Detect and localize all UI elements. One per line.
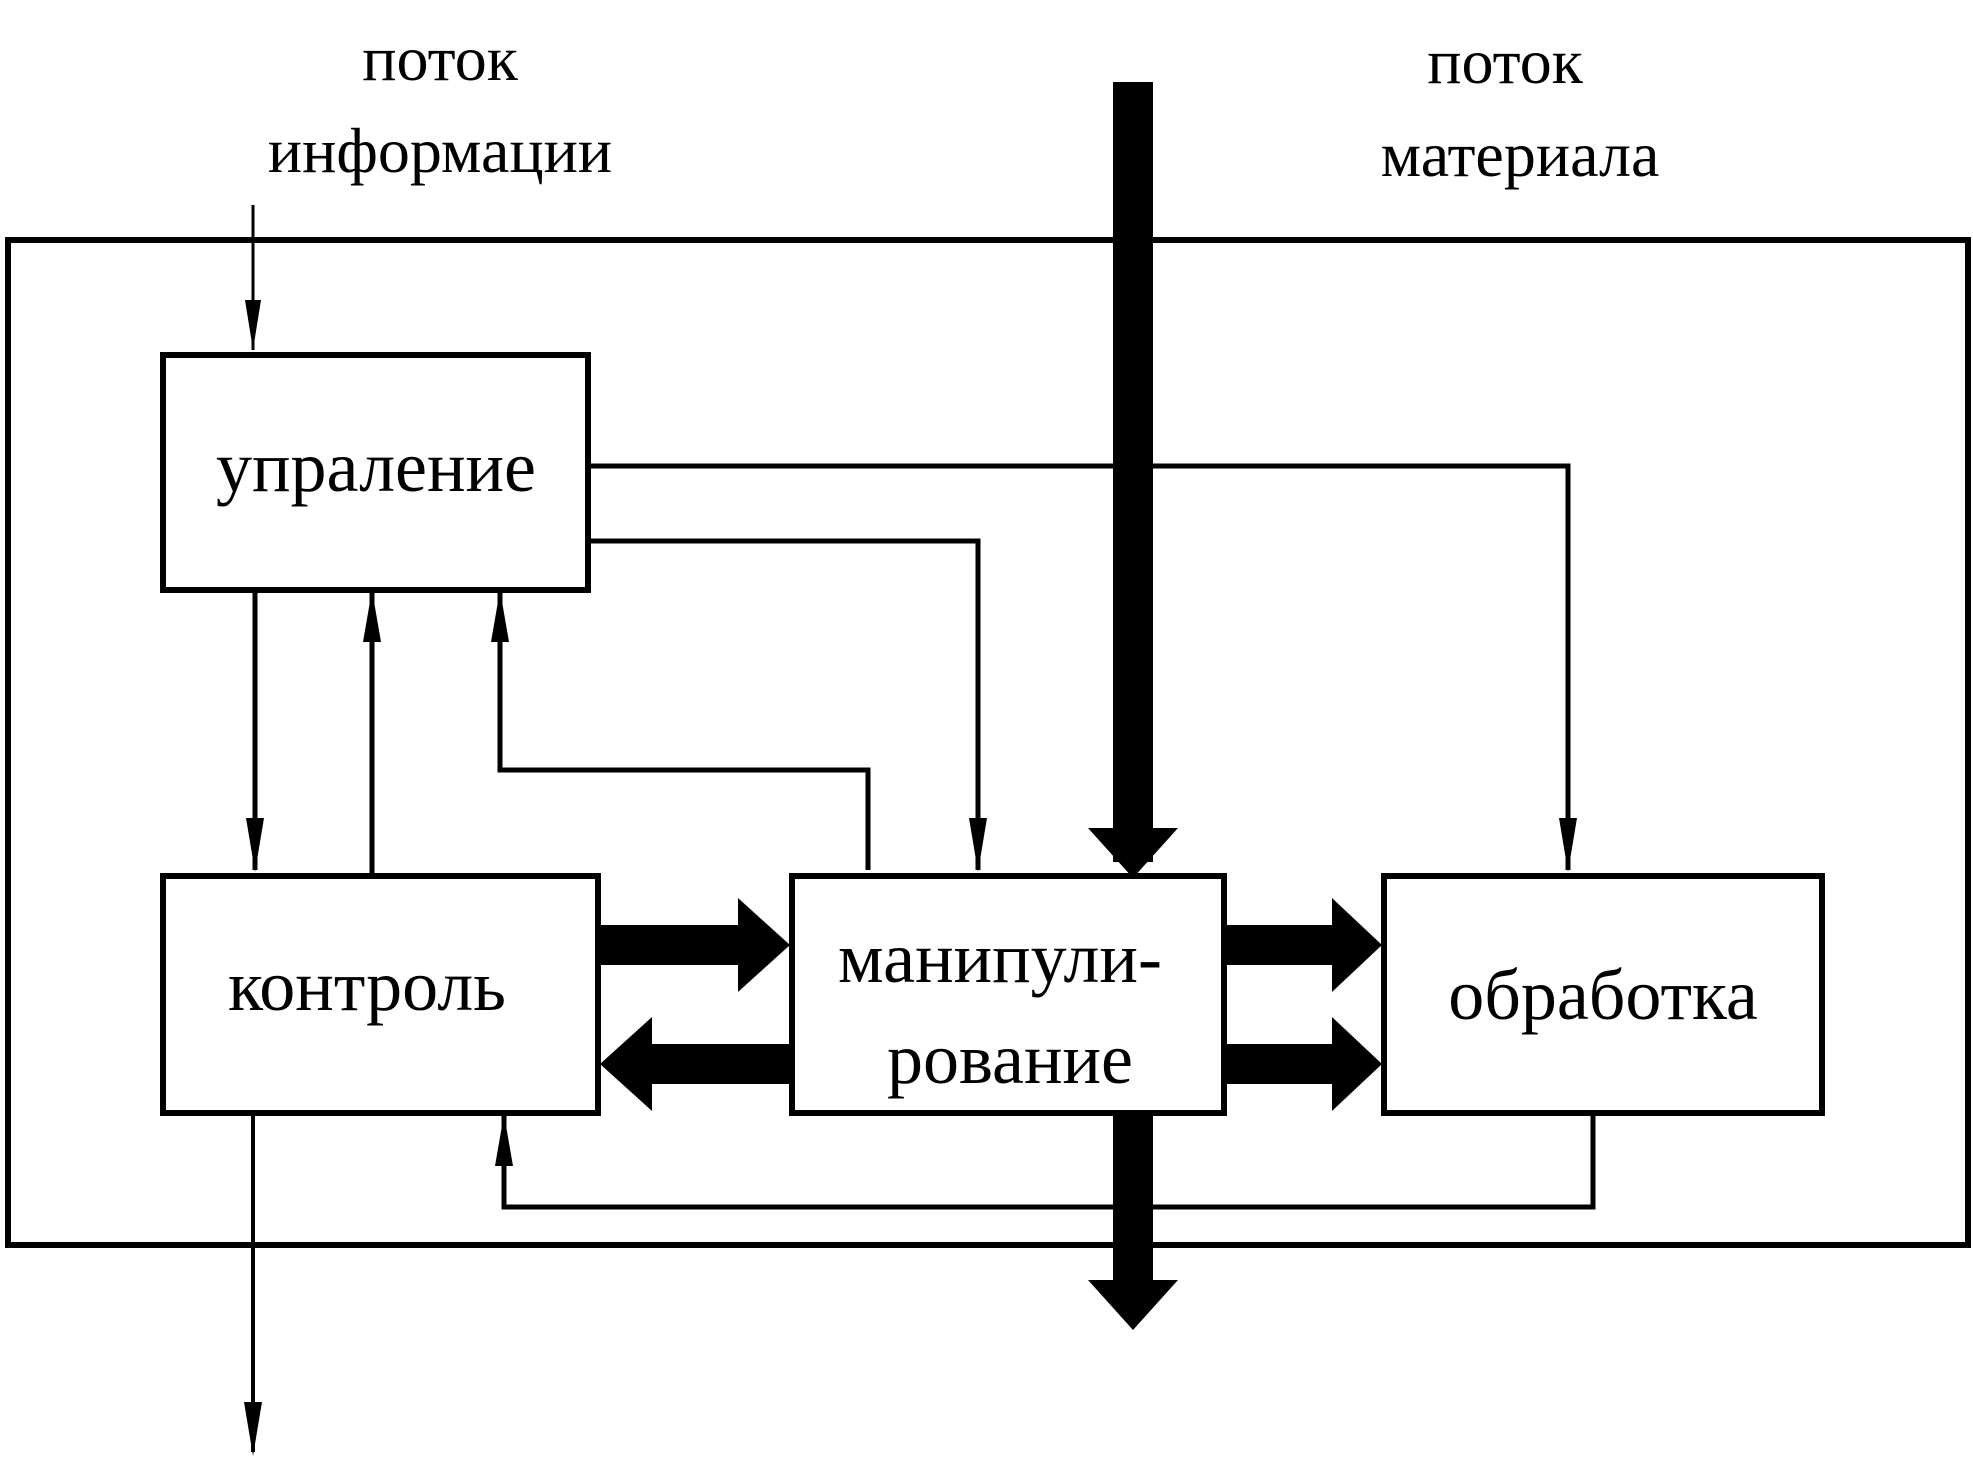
control-to-processing-line xyxy=(588,463,1577,872)
processing-block-frame xyxy=(1381,873,1825,1116)
manipulation-to-processing-upper-arrow xyxy=(1226,898,1382,992)
monitoring-block: контроль xyxy=(160,873,601,1116)
control-block-frame xyxy=(160,352,591,593)
monitoring-block-frame xyxy=(160,873,601,1116)
material-flow-label-line1: поток xyxy=(1427,26,1584,97)
info-flow-label: поток информации xyxy=(268,23,612,186)
control-block-label: упраление xyxy=(216,427,536,507)
info-flow-label-line2: информации xyxy=(268,115,612,186)
monitoring-to-manipulation-material-arrow xyxy=(598,898,790,992)
processing-to-monitoring-feedback xyxy=(495,1114,1596,1210)
info-flow-label-line1: поток xyxy=(362,23,519,94)
processing-block-label: обработка xyxy=(1448,955,1758,1035)
system-boundary xyxy=(5,237,1971,1248)
material-flow-arrow xyxy=(1088,82,1178,1330)
monitoring-to-control-feedback xyxy=(363,590,381,874)
manipulation-to-processing-lower-arrow xyxy=(1226,1017,1382,1111)
manipulation-to-monitoring-material-arrow xyxy=(600,1017,792,1111)
material-flow-label: поток материала xyxy=(1381,26,1660,190)
control-to-monitoring-line xyxy=(246,590,264,872)
info-output-arrow xyxy=(244,1115,262,1456)
material-flow-label-line2: материала xyxy=(1381,119,1660,190)
processing-block: обработка xyxy=(1381,873,1825,1116)
manipulation-block-label-line2: рование xyxy=(887,1019,1133,1099)
info-input-arrow xyxy=(245,205,261,350)
manipulation-block-frame xyxy=(789,873,1227,1116)
manipulation-block-label-line1: манипули- xyxy=(838,918,1162,998)
manipulation-block: манипули- рование xyxy=(789,873,1227,1116)
manipulation-to-control-feedback xyxy=(491,590,871,870)
control-to-manipulation-line xyxy=(588,538,987,872)
monitoring-block-label: контроль xyxy=(228,946,506,1026)
control-block: упраление xyxy=(160,352,591,593)
